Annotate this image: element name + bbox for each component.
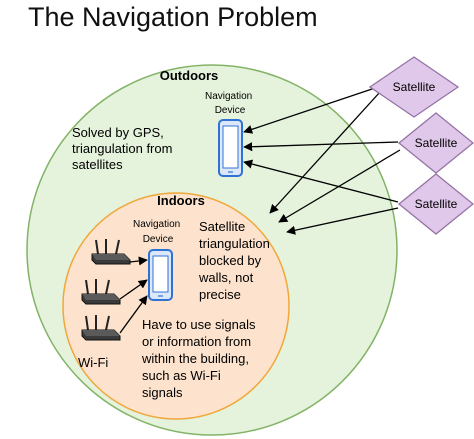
satellite-arrow (286, 207, 399, 235)
satellite-arrow (269, 91, 381, 214)
indoors-signals-text: Have to use signals or information from … (141, 317, 259, 400)
router-icon (91, 239, 131, 265)
outdoors-device-label-line: Device (215, 105, 246, 116)
router-arrow (129, 256, 148, 266)
phone-icon (218, 119, 243, 177)
wifi-label: Wi-Fi (78, 355, 108, 370)
indoors-signals-line: Have to use signals (142, 317, 256, 332)
indoors-blocked-text: Satellite triangulation blocked by walls… (198, 219, 273, 302)
outdoors-device-label-line: Navigation (205, 91, 252, 102)
satellite-label: Satellite (393, 80, 436, 94)
indoors-device-label-line: Device (143, 234, 174, 245)
satellite-arrow (243, 86, 379, 134)
outdoors-description: Solved by GPS, triangulation from satell… (72, 125, 176, 172)
router-arrow (119, 279, 148, 300)
outdoors-description-line: Solved by GPS, (72, 125, 164, 140)
indoors-signals-line: such as Wi-Fi (142, 368, 221, 383)
indoors-signals-line: signals (142, 385, 183, 400)
indoors-device-label: Navigation Device (133, 219, 183, 245)
phone-icon (148, 249, 173, 301)
outdoors-device-label: Navigation Device (205, 91, 255, 116)
indoors-blocked-line: Satellite (199, 219, 245, 234)
indoors-blocked-line: walls, not (198, 270, 254, 285)
indoors-blocked-line: triangulation (199, 236, 270, 251)
indoors-signals-line: within the building, (141, 351, 249, 366)
router-arrow (119, 295, 148, 334)
outdoors-description-line: triangulation from (72, 141, 172, 156)
diagram-title: The Navigation Problem (28, 2, 318, 32)
outdoors-label: Outdoors (160, 68, 219, 83)
satellite-arrow (243, 159, 399, 203)
outdoors-description-line: satellites (72, 157, 123, 172)
indoors-blocked-line: precise (199, 287, 241, 302)
satellite-arrow (278, 149, 401, 223)
indoors-blocked-line: blocked by (199, 253, 262, 268)
indoors-device-label-line: Navigation (133, 219, 180, 230)
indoors-circle (62, 192, 290, 420)
satellite-node: Satellite (368, 56, 460, 118)
indoors-label: Indoors (157, 193, 205, 208)
satellite-node: Satellite (397, 112, 474, 174)
satellite-arrow (243, 141, 399, 152)
satellite-label: Satellite (415, 197, 458, 211)
indoors-signals-line: or information from (142, 334, 251, 349)
satellite-node: Satellite (397, 173, 474, 235)
router-icon (81, 279, 121, 305)
satellite-label: Satellite (415, 136, 458, 150)
router-icon (81, 315, 121, 341)
